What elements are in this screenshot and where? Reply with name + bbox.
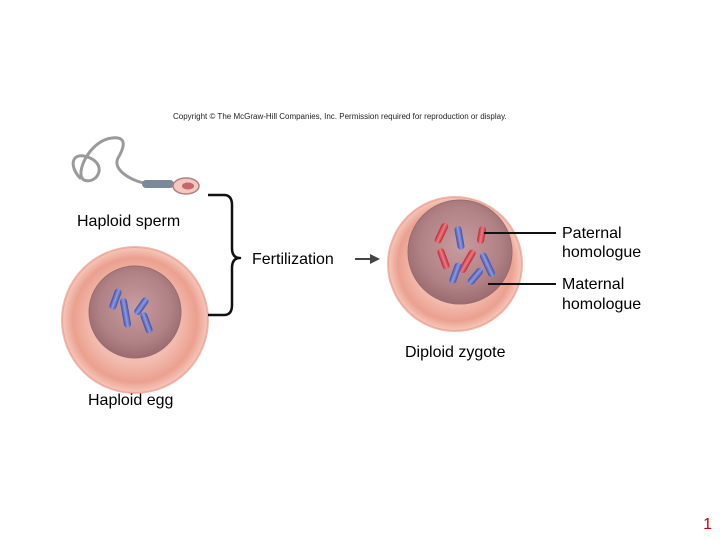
zygote-nucleus [407,199,513,305]
paternal-label-line2: homologue [562,244,642,261]
haploid-sperm-label: Haploid sperm [77,213,181,230]
maternal-label-line1: Maternal [562,276,625,293]
egg-chromosomes [109,288,153,334]
bracket [208,193,242,317]
sperm-tail [71,136,152,186]
sperm-cell [71,136,200,195]
page-number: 1 [703,516,712,533]
fertilization-label: Fertilization [252,251,334,268]
diploid-zygote-label: Diploid zygote [405,344,506,361]
fertilization-arrow [355,254,380,264]
paternal-label-line1: Paternal [562,225,622,242]
zygote-cell [387,196,523,332]
sperm-midpiece [142,180,174,188]
haploid-egg-label: Haploid egg [88,392,174,409]
maternal-label-line2: homologue [562,296,642,313]
zygote-chromosomes [434,222,495,285]
copyright-notice: Copyright © The McGraw-Hill Companies, I… [173,112,507,121]
egg-cell [61,246,209,394]
